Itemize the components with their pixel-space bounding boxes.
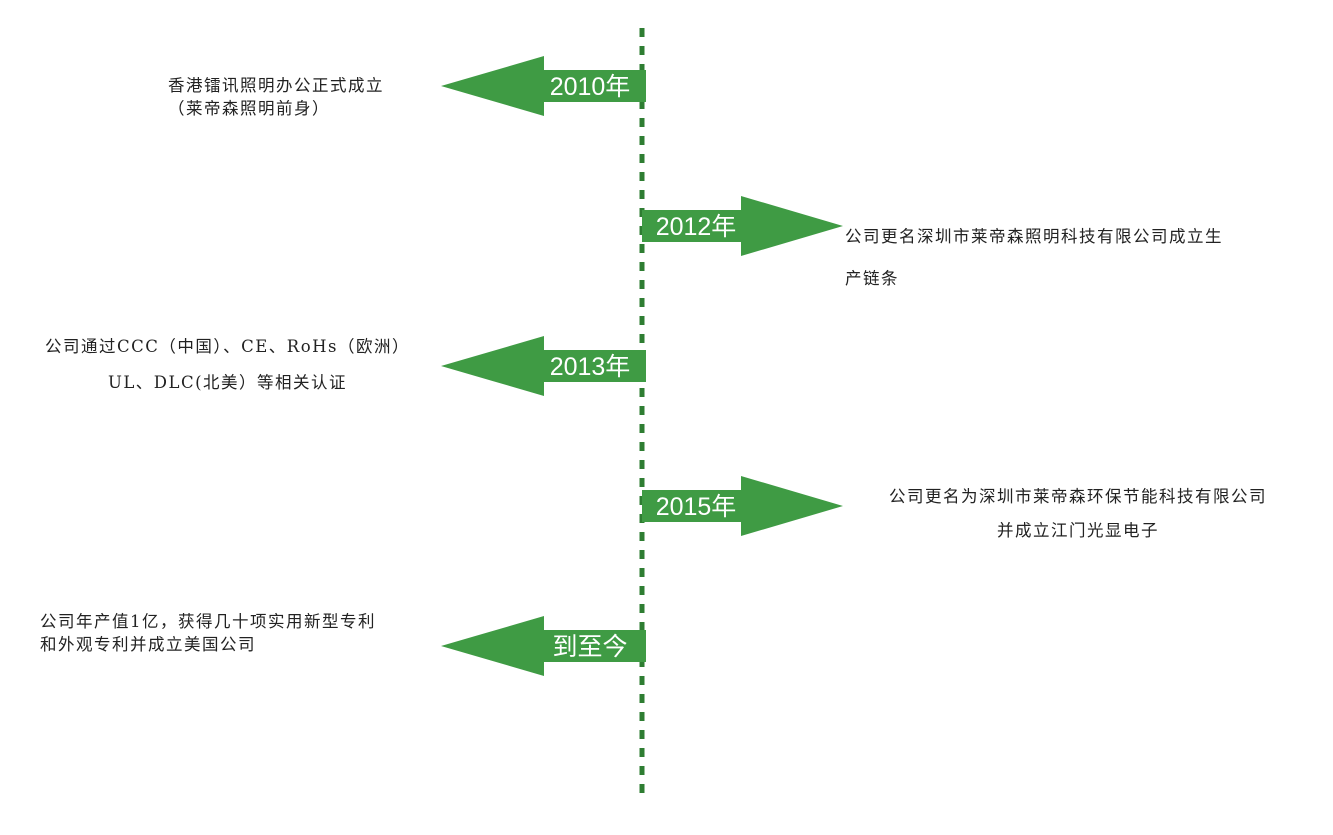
arrow-shape (441, 336, 646, 396)
milestone-description-5: 公司年产值1亿，获得几十项实用新型专利和外观专利并成立美国公司 (40, 610, 376, 656)
arrow-shape (441, 616, 646, 676)
milestone-arrow-3: 2013年 (441, 336, 646, 396)
milestone-description-3: 公司通过CCC（中国）、CE、RoHs（欧洲） UL、DLC(北美）等相关认证 (30, 329, 425, 401)
milestone-year-label: 2012年 (656, 213, 737, 241)
description-line: 香港镭讯照明办公正式成立 (168, 76, 384, 95)
milestone-description-2: 公司更名深圳市莱帝森照明科技有限公司成立生产链条 (845, 216, 1223, 300)
description-line: 公司年产值1亿，获得几十项实用新型专利 (40, 612, 376, 631)
description-line: 并成立江门光显电子 (997, 521, 1159, 540)
description-line: 公司更名为深圳市莱帝森环保节能科技有限公司 (889, 487, 1267, 506)
description-line: 公司通过CCC（中国）、CE、RoHs（欧洲） (44, 337, 410, 356)
arrow-shape (642, 196, 843, 256)
milestone-arrow-2: 2012年 (642, 196, 843, 256)
milestone-description-4: 公司更名为深圳市莱帝森环保节能科技有限公司并成立江门光显电子 (848, 480, 1308, 548)
description-line: 和外观专利并成立美国公司 (40, 635, 256, 654)
milestone-arrow-5: 到至今 (441, 616, 646, 676)
milestone-year-label: 2010年 (550, 73, 631, 101)
milestone-arrow-1: 2010年 (441, 56, 646, 116)
milestone-year-label: 2013年 (550, 353, 631, 381)
description-line: 公司更名深圳市莱帝森照明科技有限公司成立生 (845, 227, 1223, 246)
arrow-shape (441, 56, 646, 116)
description-line: 产链条 (845, 269, 899, 288)
milestone-arrow-4: 2015年 (642, 476, 843, 536)
milestone-year-label: 2015年 (656, 493, 737, 521)
milestone-year-label: 到至今 (552, 633, 627, 661)
arrow-shape (642, 476, 843, 536)
milestone-description-1: 香港镭讯照明办公正式成立 （莱帝森照明前身） (168, 74, 384, 120)
description-line: UL、DLC(北美）等相关认证 (107, 373, 348, 392)
description-line: （莱帝森照明前身） (168, 99, 330, 118)
